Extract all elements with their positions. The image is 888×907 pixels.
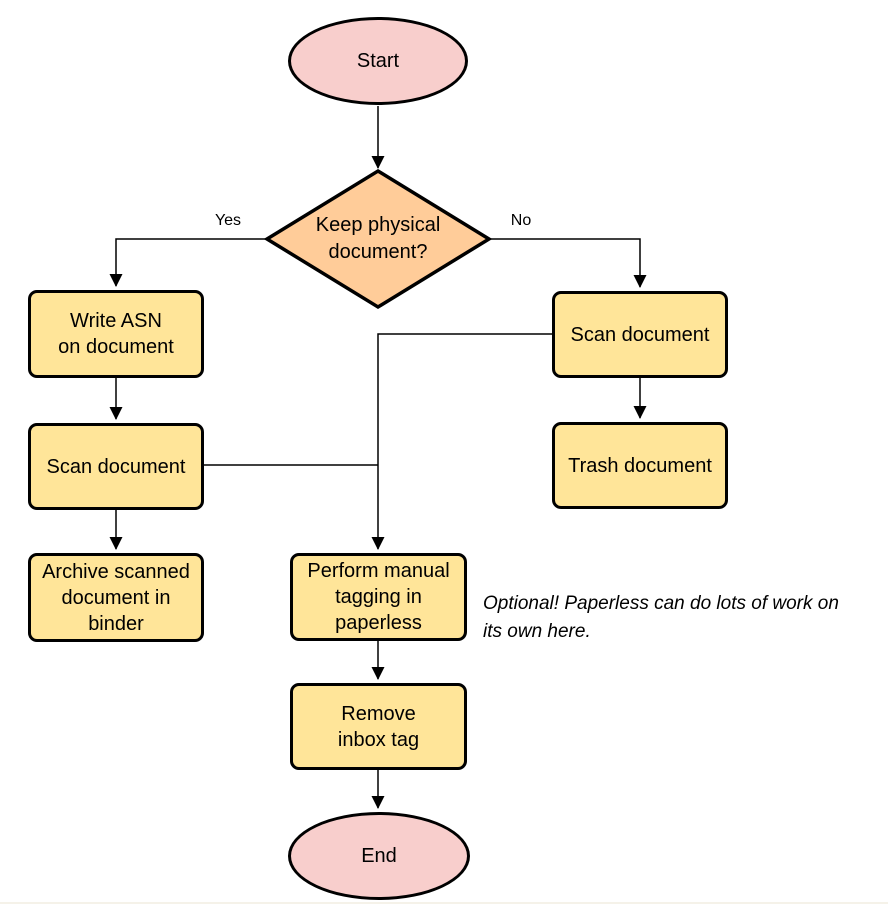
optional-annotation: Optional! Paperless can do lots of work … <box>483 593 839 642</box>
start-node-label: Start <box>356 50 400 72</box>
edge-label-no: No <box>510 212 532 229</box>
end-node-label: End <box>361 845 397 867</box>
bottom-divider <box>0 902 888 904</box>
edge-decision-yes-to-write-asn <box>109 238 267 287</box>
archive-document-node: Archive scanned document in binder <box>28 553 204 642</box>
decision-diamond-shape <box>263 168 493 310</box>
start-node: Start <box>288 17 468 105</box>
end-node: End <box>288 812 470 900</box>
remove-inbox-tag-node: Remove inbox tag <box>290 683 467 770</box>
write-asn-node: Write ASN on document <box>28 290 204 378</box>
manual-tagging-node: Perform manual tagging in paperless <box>290 553 467 641</box>
edge-label-yes: Yes <box>214 212 242 229</box>
scan-document-right-node: Scan document <box>552 291 728 378</box>
scan-document-left-node: Scan document <box>28 423 204 510</box>
decision-node-label: Keep physical document? <box>315 214 441 263</box>
trash-document-node: Trash document <box>552 422 728 509</box>
edge-scan-right-to-tagging <box>371 333 552 550</box>
edge-decision-no-to-scan-right <box>489 238 647 288</box>
